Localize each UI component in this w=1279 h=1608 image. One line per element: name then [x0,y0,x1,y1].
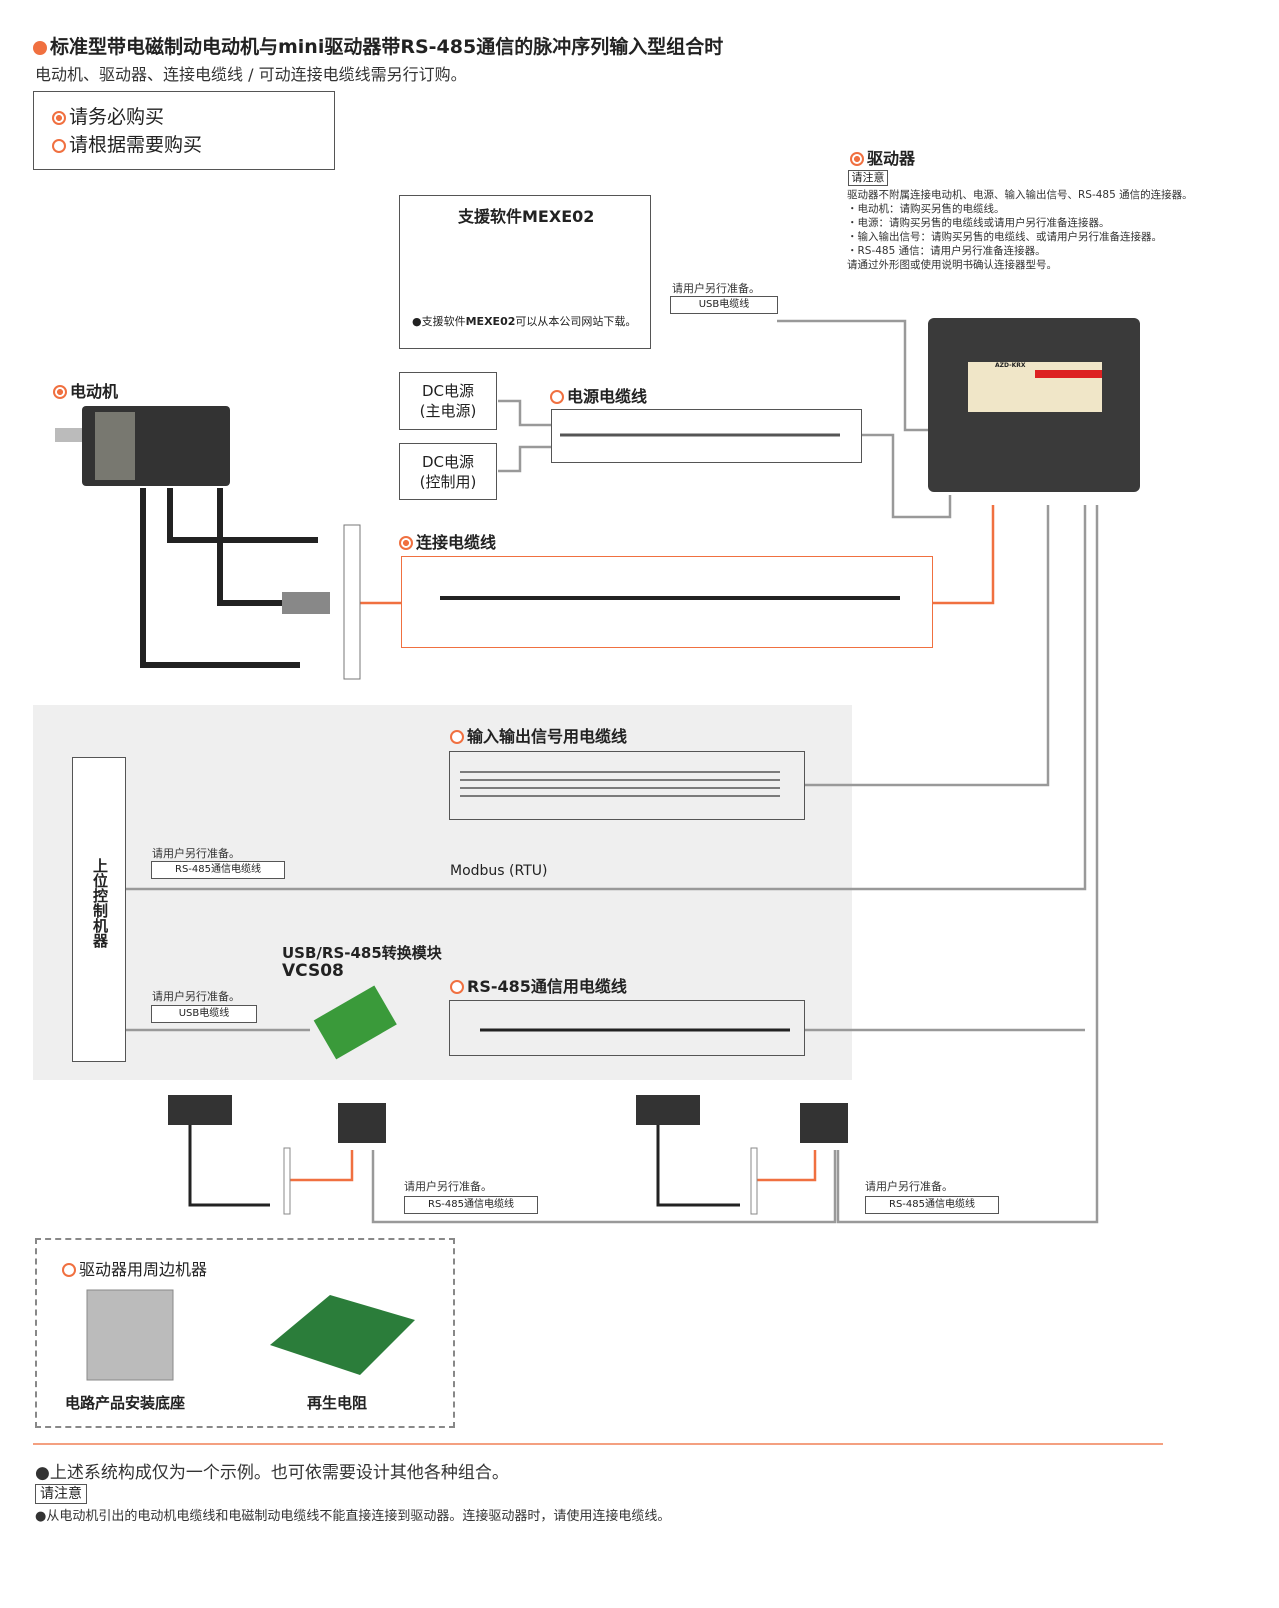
connection-cable-box[interactable] [401,556,933,648]
driver-image [928,318,1140,492]
io-wire [804,505,1050,787]
regen-resistor-label: 再生电阻 [307,1394,368,1412]
legend-required: 请务必购买 [69,106,165,128]
dc-main-wire [498,399,551,427]
software-box[interactable]: 支援软件MEXE02 ●支援软件MEXE02可以从本公司网站下载。 [399,195,651,349]
dc-main-power: DC电源(主电源) [399,372,497,430]
usb-note: 请用户另行准备。 [672,282,760,295]
chain-tag-2: RS-485通信电缆线 [865,1196,999,1214]
converter-image [313,985,397,1060]
driver-model: AZD-KRX [995,362,1026,369]
converter-model: VCS08 [282,961,344,981]
conn-wire [932,505,995,605]
host-controller: 上位控制机器 [72,757,126,1062]
motor-label: 电动机 [53,378,118,402]
usb-cable-tag: USB电缆线 [670,296,778,314]
chain-wire-2 [836,505,1099,1224]
footer-notice: 请注意 [35,1484,87,1504]
power-cable-box[interactable] [551,409,862,463]
chain-note-2: 请用户另行准备。 [865,1180,953,1193]
mount-base-label: 电路产品安装底座 [65,1394,186,1412]
connector-panel [343,524,361,680]
chain-devices [168,1095,848,1215]
io-cable-label: 输入输出信号用电缆线 [450,723,627,747]
page-subtitle: 电动机、驱动器、连接电缆线 / 可动连接电缆线需另行订购。 [35,65,467,84]
peripheral-images [86,1289,415,1381]
footer-note: ●上述系统构成仅为一个示例。也可依需要设计其他各种组合。 [35,1463,509,1483]
chain-wire-1 [371,1150,837,1224]
driver-label: 驱动器 [850,145,915,169]
peripherals-box [35,1238,455,1428]
rs485-cable-label: RS-485通信用电缆线 [450,973,627,997]
connection-cable-label: 连接电缆线 [399,529,496,553]
rs485-link-tag: RS-485通信电缆线 [151,861,285,879]
motor-image [55,406,330,668]
chain-tag-1: RS-485通信电缆线 [404,1196,538,1214]
legend: 请务必购买 请根据需要购买 [33,91,335,170]
cable-drawings [440,433,900,1032]
rs485-cable-box[interactable] [449,1000,805,1056]
protocol-label: Modbus (RTU) [450,863,548,879]
driver-notice: 请注意 [848,170,888,186]
io-cable-box[interactable] [449,751,805,820]
dc-ctrl-wire [498,445,551,473]
peripherals-label: 驱动器用周边机器 [62,1256,207,1280]
converter-usb-note: 请用户另行准备。 [152,990,240,1003]
rs485-wire [125,505,1087,891]
chain-note-1: 请用户另行准备。 [404,1180,492,1193]
driver-notes: 驱动器不附属连接电动机、电源、输入输出信号、RS-485 通信的连接器。・电动机… [847,189,1193,271]
converter-usb-tag: USB电缆线 [151,1005,257,1023]
page-title: 标准型带电磁制动电动机与mini驱动器带RS-485通信的脉冲序列输入型组合时 [33,32,723,59]
legend-optional: 请根据需要购买 [69,134,203,156]
footer-warning: ●从电动机引出的电动机电缆线和电磁制动电缆线不能直接连接到驱动器。连接驱动器时，… [35,1509,671,1524]
converter-title: USB/RS-485转换模块 [282,944,442,962]
power-cable-label: 电源电缆线 [550,383,647,407]
dc-control-power: DC电源(控制用) [399,443,497,500]
rs485-note: 请用户另行准备。 [152,847,240,860]
power-wire [861,433,952,519]
